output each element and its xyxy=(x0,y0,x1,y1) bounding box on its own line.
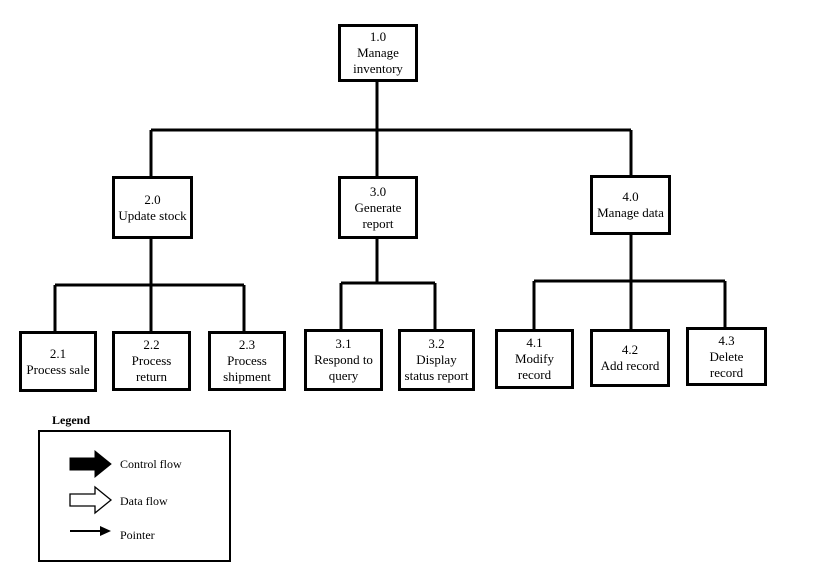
legend-title: Legend xyxy=(52,413,91,427)
legend-data-flow-label: Data flow xyxy=(120,494,168,508)
process-box-4-3: 4.3 Delete record xyxy=(686,327,767,386)
process-label: shipment xyxy=(223,369,271,384)
process-label: return xyxy=(135,369,168,384)
process-label: Display xyxy=(416,352,457,367)
process-id: 2.0 xyxy=(144,191,161,207)
process-id: 3.0 xyxy=(369,183,387,199)
process-box-2-1: 2.1 Process sale xyxy=(19,331,97,392)
process-id: 1.0 xyxy=(369,29,387,44)
process-label: Process sale xyxy=(26,361,90,377)
process-box-3-1: 3.1 Respond to query xyxy=(304,329,383,391)
control-flow-arrow-icon xyxy=(69,449,112,479)
legend-control-flow-label: Control flow xyxy=(120,457,182,471)
process-box-1-0: 1.0 Manage inventory xyxy=(338,24,418,82)
process-label: Delete xyxy=(709,348,744,364)
process-id: 4.3 xyxy=(718,332,735,348)
process-label: Manage xyxy=(357,45,399,60)
legend-pointer-label: Pointer xyxy=(120,528,155,542)
process-label: Respond to xyxy=(314,352,373,367)
process-box-2-2: 2.2 Process return xyxy=(112,331,191,391)
process-box-4-2: 4.2 Add record xyxy=(590,329,670,387)
process-label: Generate xyxy=(354,199,402,215)
process-label: record xyxy=(709,364,744,380)
legend: Control flow Data flow Pointer xyxy=(38,430,231,562)
process-id: 2.2 xyxy=(143,337,160,352)
process-label: Update stock xyxy=(118,207,187,223)
process-label: Modify xyxy=(515,351,554,366)
process-box-3-0: 3.0 Generate report xyxy=(338,176,418,239)
process-box-2-3: 2.3 Process shipment xyxy=(208,331,286,391)
pointer-arrow-icon xyxy=(70,526,111,536)
process-id: 2.1 xyxy=(49,345,67,361)
process-label: inventory xyxy=(353,61,403,76)
process-label: Manage data xyxy=(597,205,664,220)
process-label: query xyxy=(328,368,359,383)
process-label: Add record xyxy=(600,358,660,373)
process-box-4-1: 4.1 Modify record xyxy=(495,329,574,389)
process-label: Process xyxy=(227,353,267,368)
process-id: 3.2 xyxy=(428,336,445,351)
process-box-2-0: 2.0 Update stock xyxy=(112,176,193,239)
process-id: 4.2 xyxy=(621,342,639,357)
process-label: record xyxy=(517,367,552,382)
process-label: Process xyxy=(131,353,172,368)
process-id: 4.0 xyxy=(622,189,639,204)
process-id: 3.1 xyxy=(335,336,352,351)
process-id: 2.3 xyxy=(238,337,256,352)
process-label: status report xyxy=(404,368,469,383)
process-label: report xyxy=(362,215,394,231)
process-box-3-2: 3.2 Display status report xyxy=(398,329,475,391)
process-id: 4.1 xyxy=(526,335,543,350)
process-box-4-0: 4.0 Manage data xyxy=(590,175,671,235)
data-flow-arrow-icon xyxy=(69,485,113,515)
